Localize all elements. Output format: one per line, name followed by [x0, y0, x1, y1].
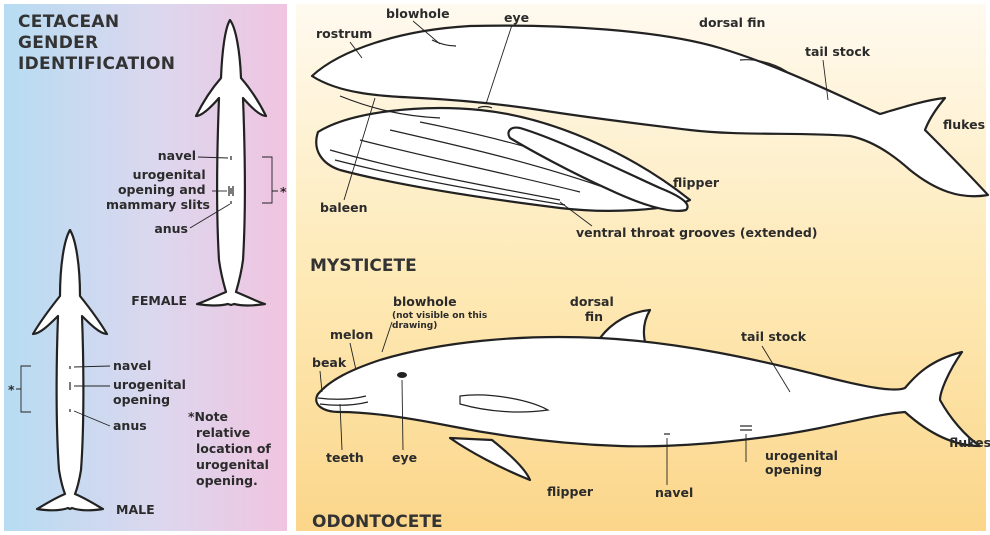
mysticete-baleen-label: baleen [320, 200, 368, 215]
odontocete-beak-label: beak [312, 355, 347, 370]
female-caption: FEMALE [131, 293, 187, 308]
female-anus-label: anus [154, 221, 188, 236]
mysticete-flipper-label: flipper [673, 175, 720, 190]
odontocete-teeth-label: teeth [326, 450, 364, 465]
mysticete-ventral-grooves-label: ventral throat grooves (extended) [576, 225, 818, 240]
male-asterisk: * [8, 382, 15, 397]
mysticete-flukes-label: flukes [943, 117, 985, 132]
title-line-1: CETACEAN [18, 12, 119, 32]
title-line-3: IDENTIFICATION [18, 54, 175, 74]
mysticete-tail-stock-label: tail stock [805, 44, 871, 59]
male-navel-label: navel [113, 358, 151, 373]
odontocete-blowhole-label: blowhole [393, 294, 457, 309]
female-navel-label: navel [158, 148, 196, 163]
odontocete-flipper-label: flipper [547, 484, 594, 499]
mysticete-blowhole-label: blowhole [386, 6, 450, 21]
mysticete-rostrum-label: rostrum [316, 26, 372, 41]
mysticete-eye-label: eye [504, 10, 529, 25]
title-line-2: GENDER [18, 33, 98, 53]
odontocete-melon-label: melon [330, 327, 373, 342]
odontocete-title: ODONTOCETE [312, 512, 443, 532]
odontocete-eye-label: eye [392, 450, 417, 465]
female-asterisk: * [280, 184, 287, 199]
odontocete-flukes-label: flukes [949, 435, 990, 450]
mysticete-title: MYSTICETE [310, 256, 417, 276]
odontocete-tail-stock-label: tail stock [741, 329, 807, 344]
odontocete-eye [397, 372, 407, 378]
odontocete-navel-label: navel [655, 485, 693, 500]
male-anus-label: anus [113, 418, 147, 433]
male-caption: MALE [116, 502, 155, 517]
mysticete-dorsal-fin-label: dorsal fin [699, 15, 765, 30]
